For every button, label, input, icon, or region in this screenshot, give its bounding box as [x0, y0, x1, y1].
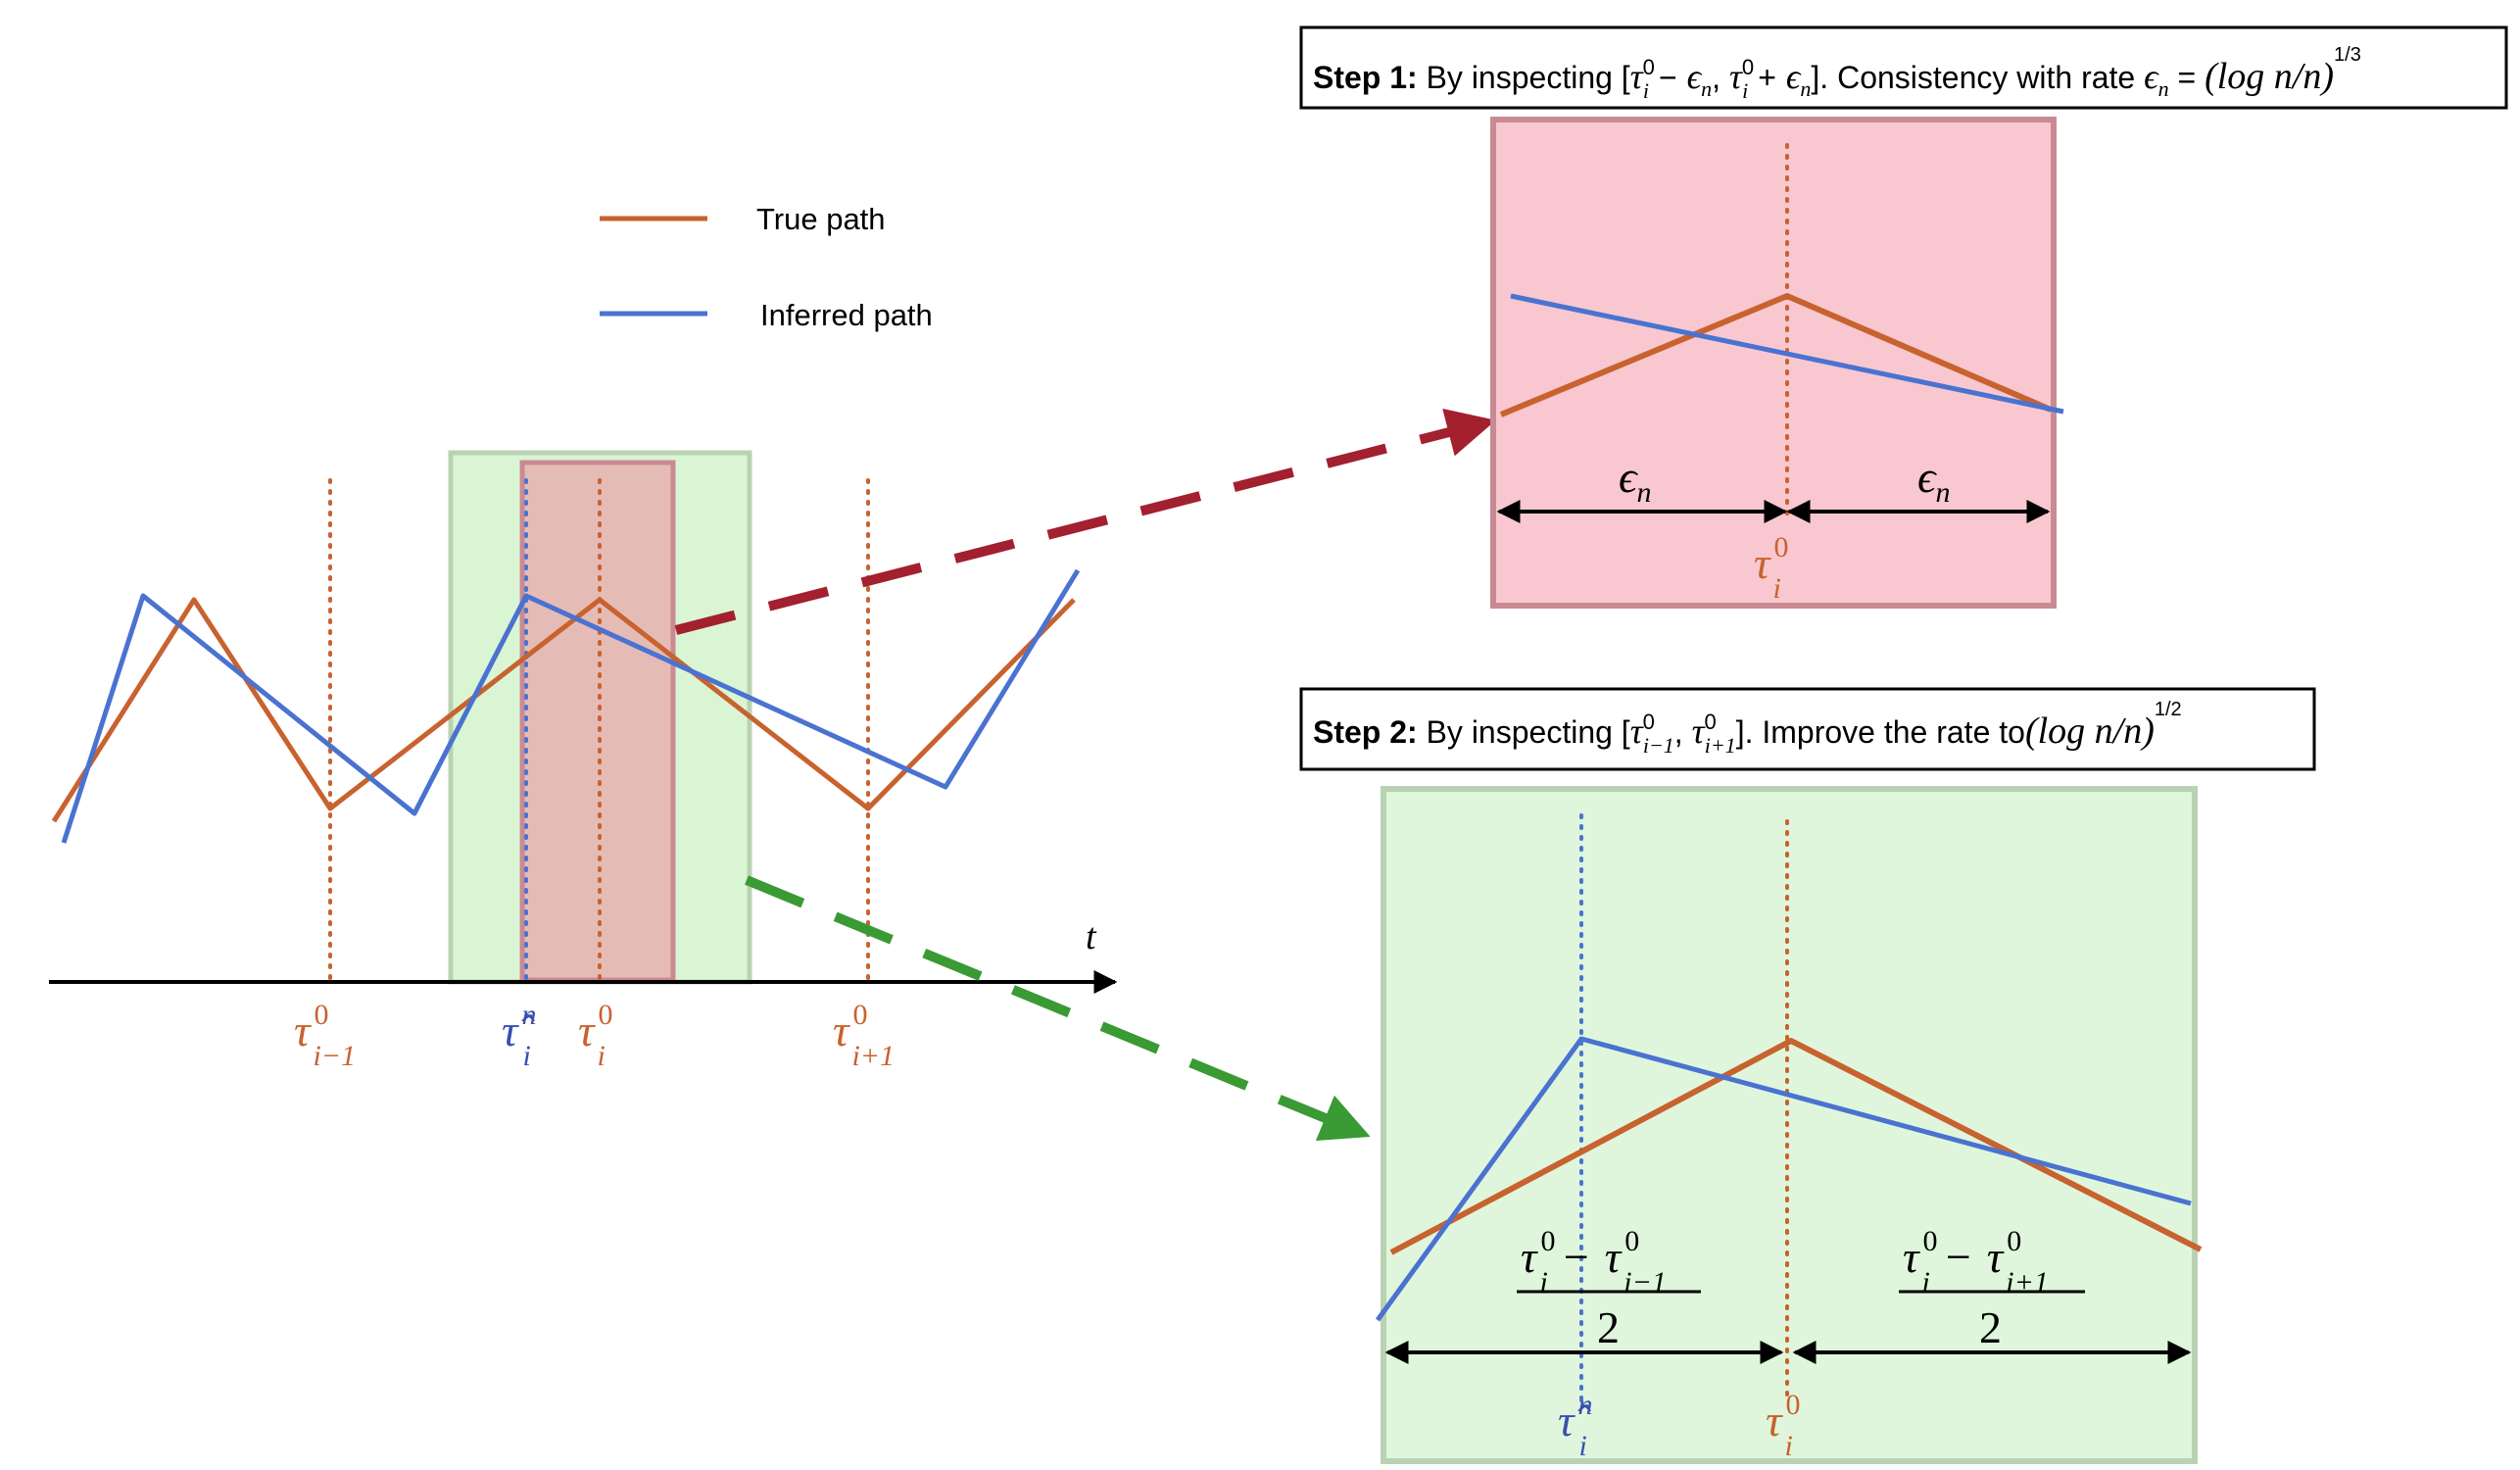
legend-inferred-label: Inferred path — [760, 298, 933, 332]
red-dashed-arrow — [674, 408, 1496, 635]
step2-right-denominator: 2 — [1979, 1302, 2002, 1352]
legend: True path Inferred path — [600, 202, 933, 332]
main-true-path — [51, 597, 1076, 823]
step1-left-epsilon: ϵn — [1619, 452, 1652, 509]
main-red-region — [519, 460, 676, 983]
main-inferred-path — [61, 568, 1081, 844]
step2-caption-box — [1299, 687, 2316, 771]
step2-inferred-path — [1375, 1036, 2192, 1322]
time-axis-label: t — [1086, 916, 1097, 957]
step1-true-path — [1499, 293, 2053, 417]
legend-true-label: True path — [756, 202, 886, 236]
green-dashed-arrow — [745, 875, 1371, 1141]
step2-true-path — [1389, 1038, 2203, 1255]
step1-inferred-path — [1510, 293, 2064, 415]
step2-left-denominator: 2 — [1597, 1302, 1620, 1352]
step1-zoom-box — [1490, 117, 2057, 609]
step1-right-epsilon: ϵn — [1917, 452, 1951, 509]
step1-caption-box — [1299, 25, 2508, 110]
